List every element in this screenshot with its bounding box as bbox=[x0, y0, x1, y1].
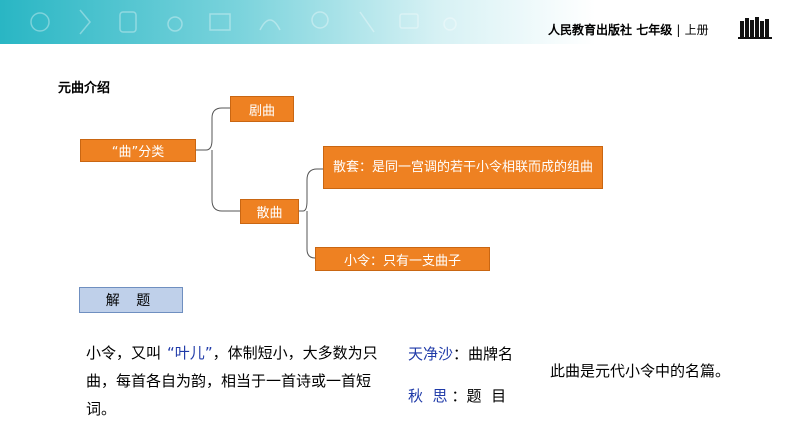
grade-label: 七年级 bbox=[636, 23, 673, 37]
para-text-2: ，体制短小，大多数为只曲，每首各自为韵，相当于一首诗或一首短词。 bbox=[86, 344, 378, 418]
leaf-node-xiaoling: 小令：只有一支曲子 bbox=[315, 247, 490, 271]
term1-name: 天净沙 bbox=[408, 345, 454, 363]
term2-name: 秋 思 bbox=[408, 387, 448, 405]
jieti-label: 解 题 bbox=[79, 287, 183, 313]
branch-node-sanqu: 散曲 bbox=[240, 199, 299, 224]
publisher-name: 人民教育出版社 bbox=[548, 23, 633, 37]
publisher-label: 人民教育出版社 七年级 | 上册 bbox=[548, 21, 709, 38]
para-text-1: 小令，又叫 bbox=[86, 344, 162, 362]
quote-open: “ bbox=[167, 344, 175, 362]
xiaoling-paragraph: 小令，又叫 “叶儿”，体制短小，大多数为只曲，每首各自为韵，相当于一首诗或一首短词… bbox=[86, 339, 386, 423]
term1-desc: ：曲牌名 bbox=[453, 345, 514, 363]
term-tianjingsha: 天净沙：曲牌名 bbox=[408, 343, 513, 364]
branch-node-juqu: 剧曲 bbox=[230, 96, 294, 122]
famous-work-note: 此曲是元代小令中的名篇。 bbox=[550, 362, 731, 380]
term2-desc: ：题 目 bbox=[451, 387, 507, 405]
quote-close: ” bbox=[204, 344, 213, 362]
term-qiusi: 秋 思：题 目 bbox=[408, 385, 506, 406]
books-icon bbox=[738, 17, 772, 39]
separator: | bbox=[676, 23, 681, 37]
leaf-node-santao: 散套：是同一宫调的若干小令相联而成的组曲 bbox=[323, 146, 603, 189]
header-doodle-decoration bbox=[30, 9, 457, 35]
highlight-yeer: 叶儿 bbox=[174, 344, 205, 362]
section-title: 元曲介绍 bbox=[58, 81, 111, 96]
root-node-qu-classification: “曲”分类 bbox=[80, 139, 196, 162]
header-band bbox=[0, 0, 794, 44]
volume-label: 上册 bbox=[684, 23, 709, 37]
